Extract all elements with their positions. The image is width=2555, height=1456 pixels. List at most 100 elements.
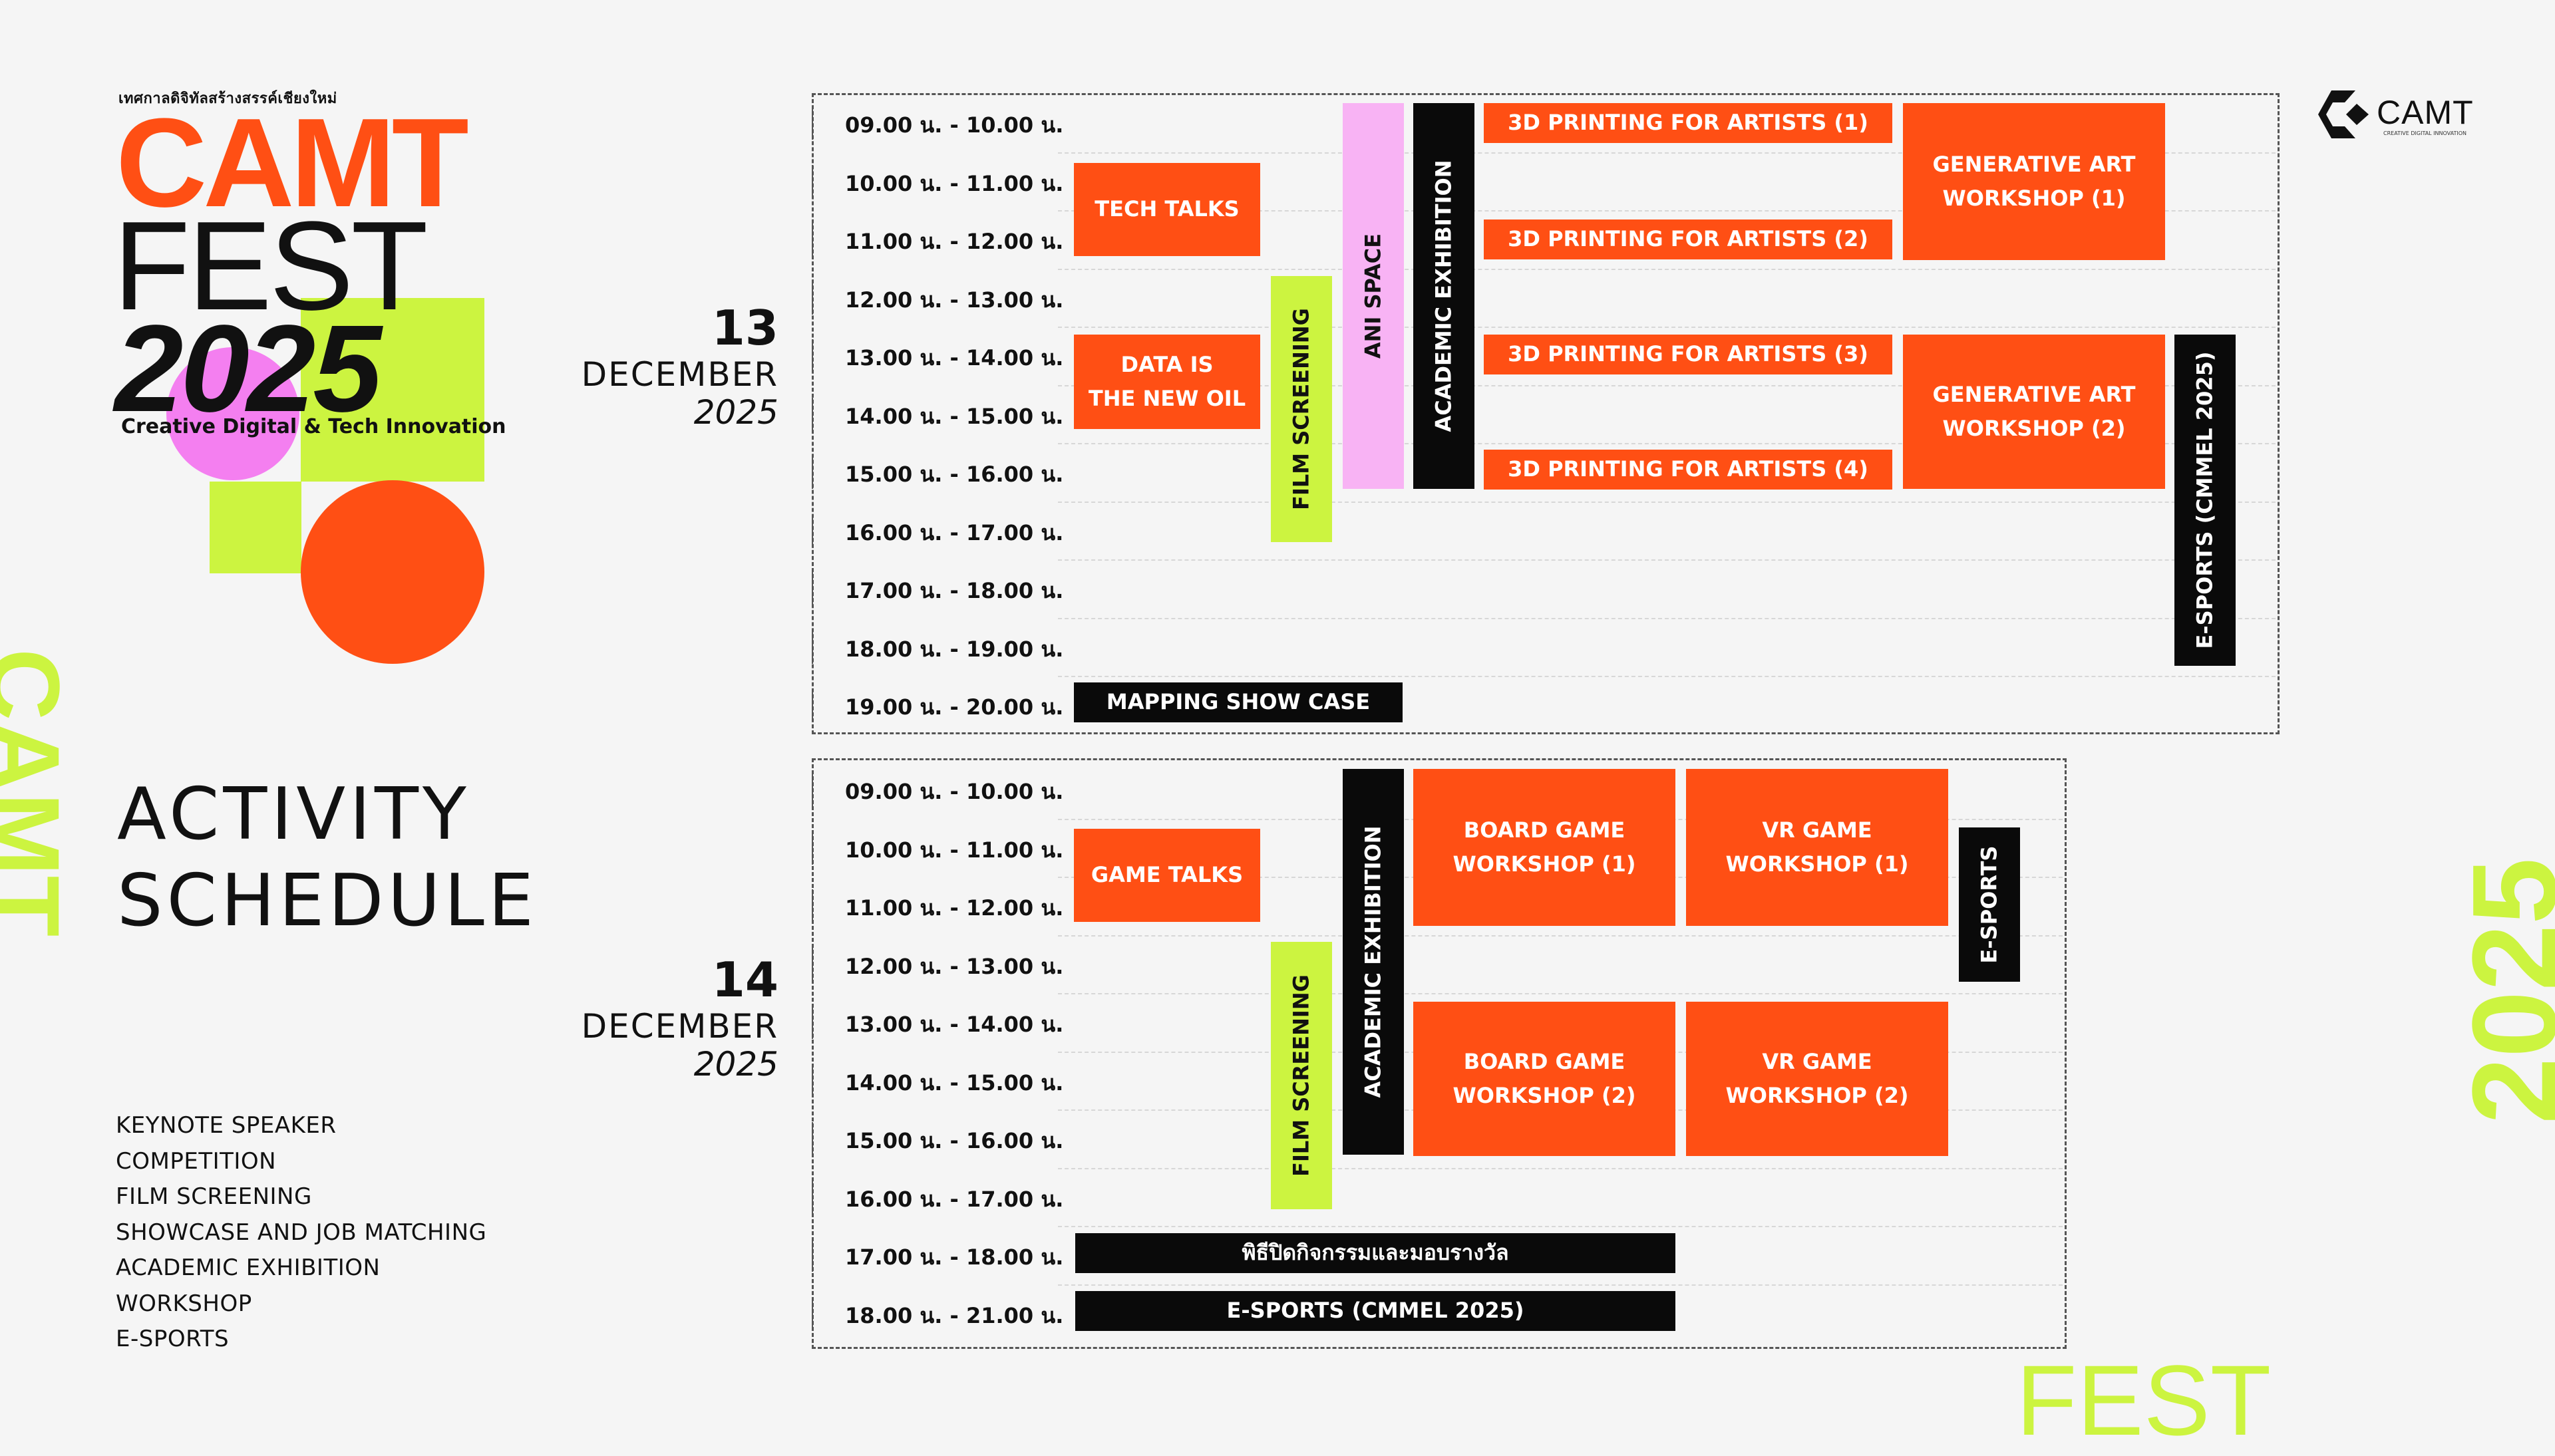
event-label: TECH TALKS [1095, 196, 1240, 222]
row-tick [812, 1180, 813, 1214]
event-data-is-the-new-oil[interactable]: DATA IS THE NEW OIL [1074, 335, 1260, 429]
time-slot-label: 12.00 น. - 13.00 น. [845, 953, 1064, 979]
event-label: ACADEMIC EXHIBITION [1360, 825, 1386, 1098]
event-3d-printing-3[interactable]: 3D PRINTING FOR ARTISTS (3) [1484, 335, 1892, 374]
event-label: FILM SCREENING [1288, 974, 1314, 1177]
time-slot-label: 16.00 น. - 17.00 น. [845, 519, 1064, 545]
event-tech-talks[interactable]: TECH TALKS [1074, 163, 1260, 256]
day2-schedule-panel [812, 758, 2067, 1349]
row-tick [812, 281, 813, 315]
event-ani-space[interactable]: ANI SPACE [1343, 103, 1404, 489]
row-tick [812, 223, 813, 256]
time-slot-label: 11.00 น. - 12.00 น. [845, 229, 1064, 254]
event-label: WORKSHOP (1) [1725, 851, 1909, 877]
camt-logo-subtext: CREATIVE DIGITAL INNOVATION [2383, 130, 2467, 136]
event-esports-day2[interactable]: E-SPORTS [1959, 827, 2020, 982]
time-slot-label: 10.00 น. - 11.00 น. [845, 837, 1064, 863]
event-label: FILM SCREENING [1288, 308, 1314, 510]
time-slot-label: 14.00 น. - 15.00 น. [845, 403, 1064, 429]
event-board-game-2[interactable]: BOARD GAME WORKSHOP (2) [1413, 1002, 1675, 1156]
row-separator [1058, 617, 2276, 619]
logo-fest: FEST [113, 196, 428, 337]
row-separator [1058, 1226, 2063, 1228]
row-separator [1058, 935, 2063, 937]
row-tick [812, 1238, 813, 1272]
row-tick [812, 164, 813, 198]
page-title: ACTIVITY SCHEDULE [117, 772, 538, 944]
row-tick [812, 397, 813, 431]
row-separator [1058, 1167, 2063, 1169]
event-label: WORKSHOP (2) [1452, 1083, 1636, 1108]
day2-year: 2025 [693, 1045, 778, 1084]
row-tick [812, 947, 813, 981]
time-slot-label: 13.00 น. - 14.00 น. [845, 1012, 1064, 1037]
day1-month: DECEMBER [581, 355, 778, 394]
event-closing-ceremony[interactable]: พิธีปิดกิจกรรมและมอบรางวัล [1075, 1233, 1675, 1273]
event-esports-cmmel-day2[interactable]: E-SPORTS (CMMEL 2025) [1075, 1291, 1675, 1331]
time-slot-label: 12.00 น. - 13.00 น. [845, 287, 1064, 313]
camt-logo-text: CAMT [2377, 94, 2474, 131]
time-slot-label: 18.00 น. - 21.00 น. [845, 1302, 1064, 1328]
thai-subtitle: เทศกาลดิจิทัลสร้างสรรค์เชียงใหม่ [118, 90, 337, 107]
event-label: 3D PRINTING FOR ARTISTS (3) [1508, 341, 1868, 367]
category-item: COMPETITION [116, 1147, 277, 1175]
event-label: WORKSHOP (1) [1942, 186, 2126, 211]
row-tick [812, 630, 813, 664]
row-separator [1058, 501, 2276, 503]
logo-year: 2025 [114, 300, 382, 438]
row-separator [1058, 327, 2276, 329]
event-3d-printing-2[interactable]: 3D PRINTING FOR ARTISTS (2) [1484, 219, 1892, 259]
pink-circle-shape [166, 347, 299, 480]
event-academic-exhibition-day2[interactable]: ACADEMIC EXHIBITION [1343, 769, 1404, 1155]
row-tick [812, 1064, 813, 1097]
event-vr-game-1[interactable]: VR GAME WORKSHOP (1) [1686, 769, 1948, 926]
orange-circle-shape [301, 480, 484, 664]
time-slot-label: 19.00 น. - 20.00 น. [845, 694, 1064, 720]
event-academic-exhibition-day1[interactable]: ACADEMIC EXHIBITION [1413, 103, 1474, 489]
time-slot-label: 13.00 น. - 14.00 น. [845, 345, 1064, 370]
event-film-screening-day2[interactable]: FILM SCREENING [1271, 942, 1332, 1209]
category-item: E-SPORTS [116, 1326, 230, 1352]
time-slot-label: 10.00 น. - 11.00 น. [845, 170, 1064, 196]
event-board-game-1[interactable]: BOARD GAME WORKSHOP (1) [1413, 769, 1675, 926]
event-label: พิธีปิดกิจกรรมและมอบรางวัล [1242, 1240, 1509, 1266]
event-game-talks[interactable]: GAME TALKS [1074, 829, 1260, 922]
logo-tagline: Creative Digital & Tech Innovation [121, 415, 506, 438]
event-label: GENERATIVE ART [1932, 151, 2136, 177]
time-slot-label: 18.00 น. - 19.00 น. [845, 636, 1064, 662]
event-film-screening-day1[interactable]: FILM SCREENING [1271, 276, 1332, 542]
event-generative-art-1[interactable]: GENERATIVE ART WORKSHOP (1) [1903, 103, 2165, 260]
time-slot-label: 11.00 น. - 12.00 น. [845, 895, 1064, 921]
event-vr-game-2[interactable]: VR GAME WORKSHOP (2) [1686, 1002, 1948, 1156]
day1-day: 13 [711, 300, 778, 356]
row-separator [1058, 443, 2276, 445]
event-label: WORKSHOP (2) [1725, 1083, 1909, 1108]
row-separator [1058, 1284, 2063, 1286]
bottom-word-fest: FEST [2016, 1344, 2272, 1456]
event-label: 3D PRINTING FOR ARTISTS (4) [1508, 456, 1868, 482]
row-tick [812, 889, 813, 923]
event-3d-printing-4[interactable]: 3D PRINTING FOR ARTISTS (4) [1484, 450, 1892, 490]
day1-year: 2025 [693, 393, 778, 432]
event-generative-art-2[interactable]: GENERATIVE ART WORKSHOP (2) [1903, 335, 2165, 489]
event-label: 3D PRINTING FOR ARTISTS (1) [1508, 110, 1868, 136]
page-title-line1: ACTIVITY [117, 773, 470, 856]
logo-camt: CAMT [116, 92, 469, 233]
row-tick [812, 1006, 813, 1039]
row-tick [812, 831, 813, 865]
row-tick [812, 513, 813, 547]
event-label: GENERATIVE ART [1932, 381, 2136, 407]
event-esports-cmmel-day1[interactable]: E-SPORTS (CMMEL 2025) [2174, 335, 2236, 666]
event-mapping-showcase[interactable]: MAPPING SHOW CASE [1074, 682, 1403, 722]
event-label: E-SPORTS (CMMEL 2025) [1226, 1298, 1524, 1324]
row-separator [1058, 676, 2276, 678]
time-slot-label: 15.00 น. - 16.00 น. [845, 1128, 1064, 1153]
day2-month: DECEMBER [581, 1006, 778, 1046]
page-title-line2: SCHEDULE [117, 859, 538, 943]
category-item: KEYNOTE SPEAKER [116, 1112, 337, 1139]
event-label: VR GAME [1762, 817, 1872, 843]
event-label: DATA IS [1120, 351, 1214, 377]
row-tick [812, 339, 813, 372]
row-separator [1058, 268, 2276, 270]
event-3d-printing-1[interactable]: 3D PRINTING FOR ARTISTS (1) [1484, 103, 1892, 143]
